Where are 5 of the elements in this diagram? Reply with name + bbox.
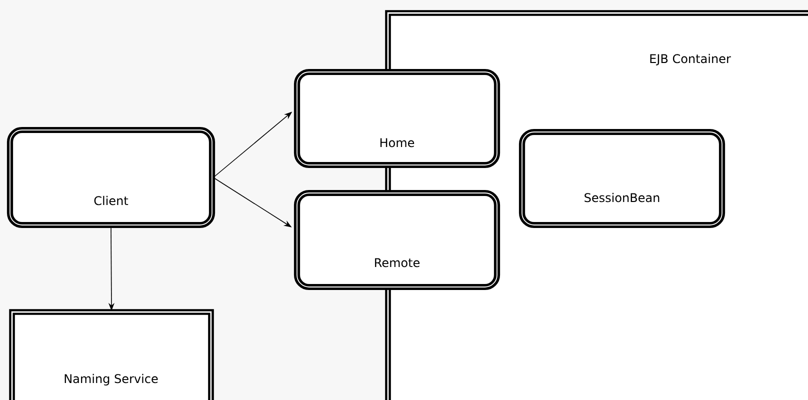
rounded-box: Home	[294, 68, 500, 168]
service-box: Naming Service	[9, 309, 214, 400]
rounded-box: Remote	[294, 190, 500, 290]
rounded-box: SessionBean	[518, 128, 726, 228]
rounded-box: Client	[6, 126, 216, 228]
